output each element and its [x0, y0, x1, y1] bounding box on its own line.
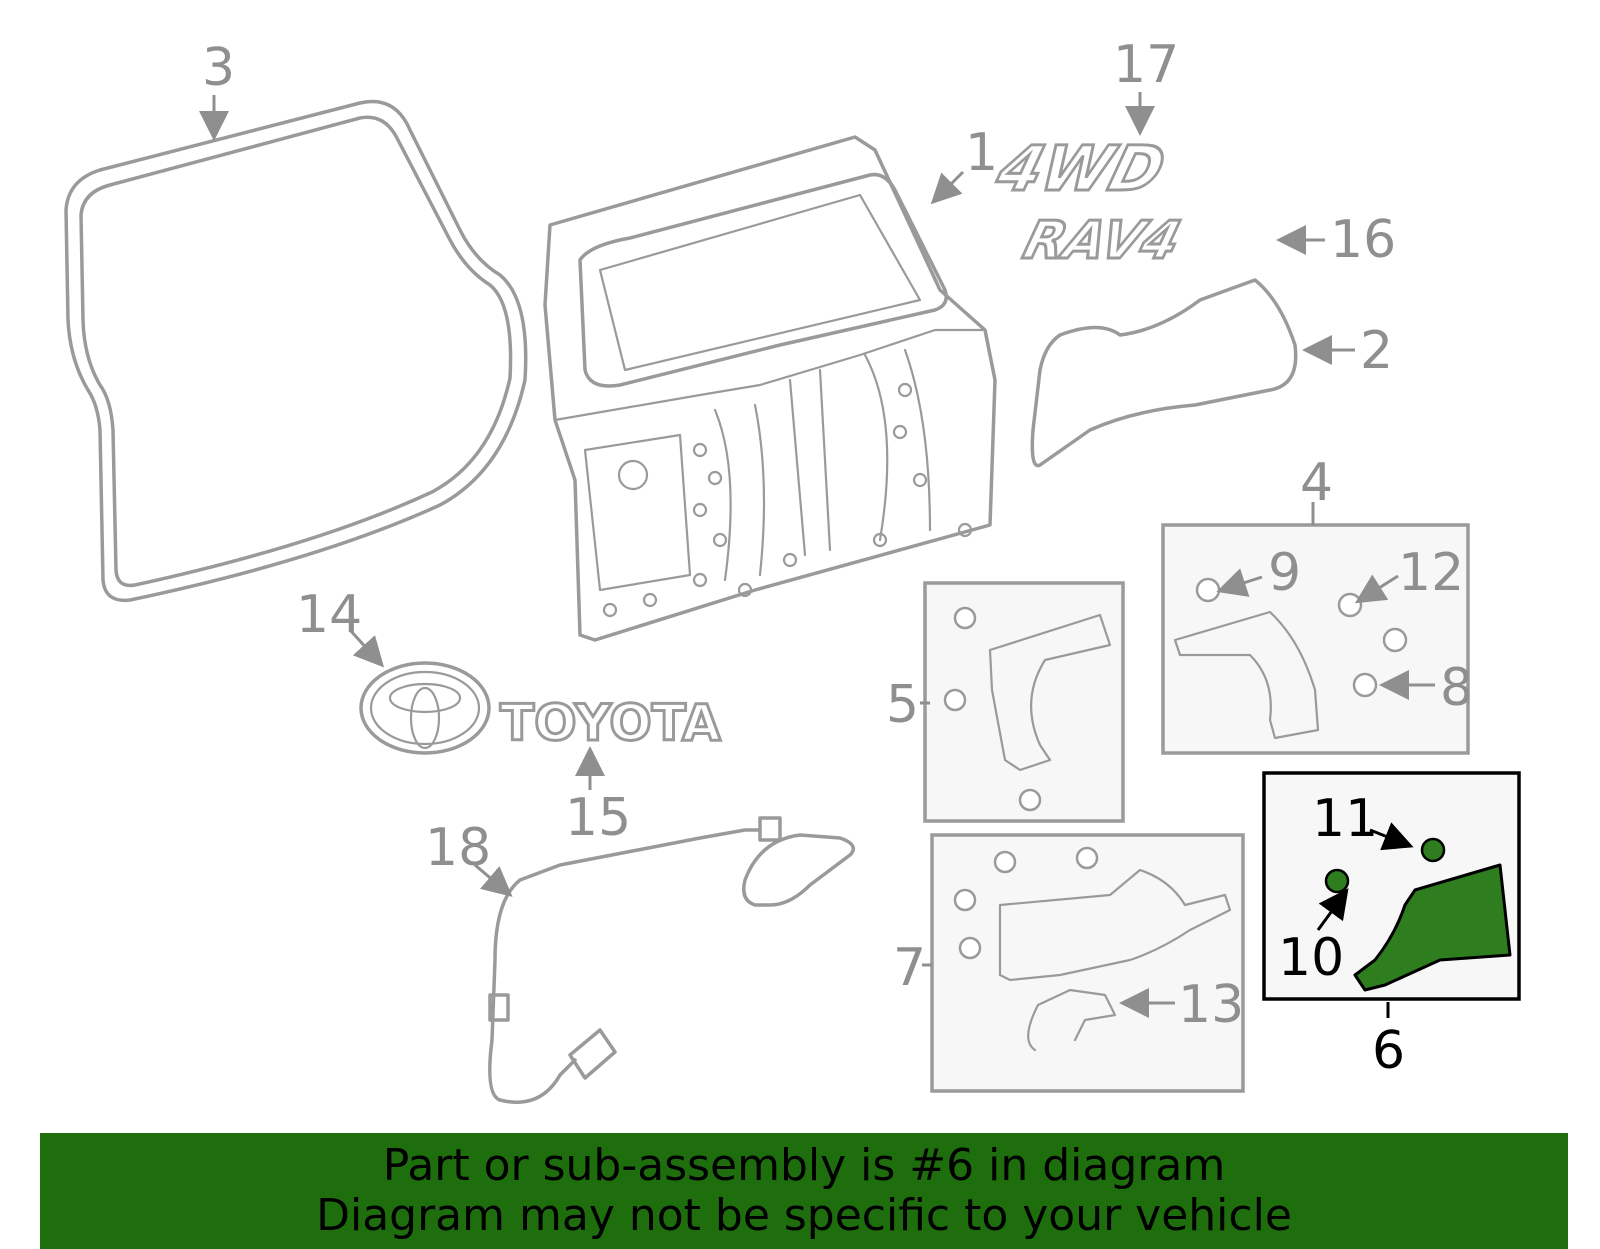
- svg-text:TOYOTA: TOYOTA: [500, 694, 721, 752]
- callout-8: 8: [1440, 658, 1473, 718]
- toyota-letter-emblem-part-15: TOYOTA: [499, 693, 723, 754]
- callout-3: 3: [202, 38, 235, 98]
- toyota-logo-emblem-part-14: [359, 661, 491, 755]
- svg-text:RAV4: RAV4: [1017, 211, 1186, 271]
- callout-5: 5: [886, 675, 919, 735]
- callout-10: 10: [1278, 928, 1344, 988]
- box-part-7: [930, 833, 1245, 1093]
- callout-labels: 3 1 17 16 2 4 9 12 8 5 14 15 18 7 13 11 …: [202, 35, 1473, 1081]
- callout-7: 7: [893, 938, 926, 998]
- callout-12: 12: [1398, 543, 1464, 603]
- box-part-4: [1161, 523, 1470, 755]
- callout-6: 6: [1372, 1021, 1405, 1081]
- banner-line-1: Part or sub-assembly is #6 in diagram: [382, 1140, 1226, 1191]
- emblem-4wd-part-17: 4WD: [988, 131, 1174, 207]
- leader-lines: [199, 92, 1435, 1018]
- callout-14: 14: [296, 585, 362, 645]
- callout-15: 15: [565, 788, 631, 848]
- callout-18: 18: [425, 818, 491, 878]
- harness-part-18: [488, 816, 856, 1104]
- svg-text:4WD: 4WD: [989, 132, 1172, 205]
- callout-9: 9: [1268, 543, 1301, 603]
- callout-17: 17: [1113, 35, 1179, 95]
- box-part-6-highlighted: [1262, 771, 1521, 1001]
- callout-13: 13: [1178, 975, 1244, 1035]
- info-banner: Part or sub-assembly is #6 in diagram Di…: [40, 1133, 1568, 1249]
- callout-1: 1: [965, 123, 998, 183]
- trim-panel-part-2: [1030, 278, 1298, 468]
- callout-4: 4: [1300, 453, 1333, 513]
- weatherstrip-part-3: [64, 99, 528, 603]
- callout-2: 2: [1360, 321, 1393, 381]
- callout-11: 11: [1312, 789, 1378, 849]
- banner-line-2: Diagram may not be specific to your vehi…: [316, 1190, 1292, 1241]
- callout-16: 16: [1330, 210, 1396, 270]
- box-part-5: [923, 581, 1125, 823]
- back-door-panel-part-1: [543, 135, 997, 642]
- emblem-rav4-part-16: RAV4: [1016, 209, 1188, 272]
